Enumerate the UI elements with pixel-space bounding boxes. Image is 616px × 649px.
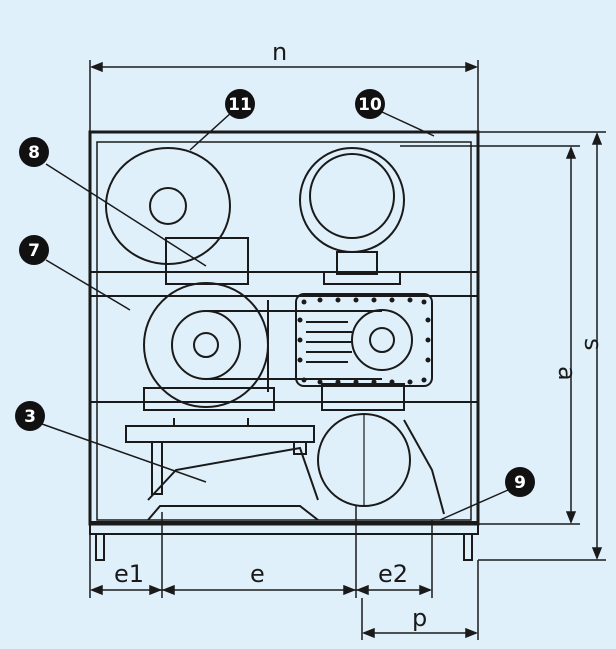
foot-left	[95, 533, 105, 561]
dimension-label-e1: e1	[114, 560, 144, 588]
enclosure-outline	[88, 130, 480, 526]
callout-10-marker	[355, 89, 385, 119]
motor-rocker-plate	[125, 425, 315, 443]
discharge-silencer-inner	[309, 153, 395, 239]
callout-10-label: 10	[358, 95, 382, 115]
enclosure-frame	[88, 130, 480, 561]
callout-10-leader	[381, 111, 435, 137]
tension-rod	[151, 441, 163, 495]
foot-right	[463, 533, 473, 561]
callout-7-label: 7	[28, 241, 40, 261]
callout-9-leader	[439, 489, 509, 521]
lower-silencer-brace	[403, 419, 445, 515]
callout-11-marker	[225, 89, 255, 119]
callout-8-label: 8	[28, 143, 40, 163]
callout-8-marker	[19, 137, 49, 167]
silencer-body	[105, 147, 231, 265]
blower-pulley	[351, 309, 413, 371]
blower-shaft	[369, 327, 395, 353]
lower-silencer	[317, 413, 445, 515]
dimension-label-e: e	[250, 560, 265, 588]
base-frame	[89, 521, 479, 535]
dimension-label-p: p	[412, 604, 427, 632]
callout-9-marker	[505, 467, 535, 497]
callout-11-label: 11	[228, 95, 252, 115]
dimension-p	[361, 560, 479, 640]
callout-3-marker	[15, 401, 45, 431]
motor-foot	[143, 387, 275, 411]
callout-3-leader	[41, 423, 207, 483]
dimension-s	[478, 131, 606, 561]
base-bracket	[147, 446, 319, 501]
callout-7-leader	[45, 259, 131, 311]
blower-lower-neck	[321, 383, 405, 411]
callout-8-leader	[45, 163, 207, 267]
dimension-n	[89, 60, 479, 132]
motor-terminal-box	[165, 237, 249, 285]
callout-3-label: 3	[24, 407, 36, 427]
blower-casing	[295, 293, 433, 387]
discharge-silencer-body	[299, 147, 405, 253]
dimension-label-n: n	[272, 38, 287, 66]
dimension-label-a: a	[553, 366, 581, 381]
callout-9-label: 9	[514, 473, 526, 493]
discharge-neck	[336, 251, 378, 275]
callout-11-leader	[189, 111, 233, 151]
dimension-e-chain	[89, 506, 433, 598]
enclosure-inner-outline	[96, 141, 472, 521]
tension-base	[125, 418, 319, 521]
silencer-port	[149, 187, 187, 225]
dimension-a	[400, 145, 580, 525]
blower	[295, 293, 433, 411]
motor-shaft	[193, 332, 219, 358]
base-runner	[147, 505, 319, 521]
silencer-intake	[105, 147, 231, 265]
pivot-bolt	[293, 441, 307, 455]
blower-bolts	[297, 297, 431, 385]
motor	[143, 237, 275, 411]
dimension-label-e2: e2	[378, 560, 408, 588]
discharge-flange	[323, 271, 401, 285]
callout-7-marker	[19, 235, 49, 265]
discharge-silencer	[299, 147, 405, 285]
motor-pulley	[171, 310, 241, 380]
dimension-label-s: s	[579, 338, 607, 351]
belt-drive	[206, 310, 382, 380]
